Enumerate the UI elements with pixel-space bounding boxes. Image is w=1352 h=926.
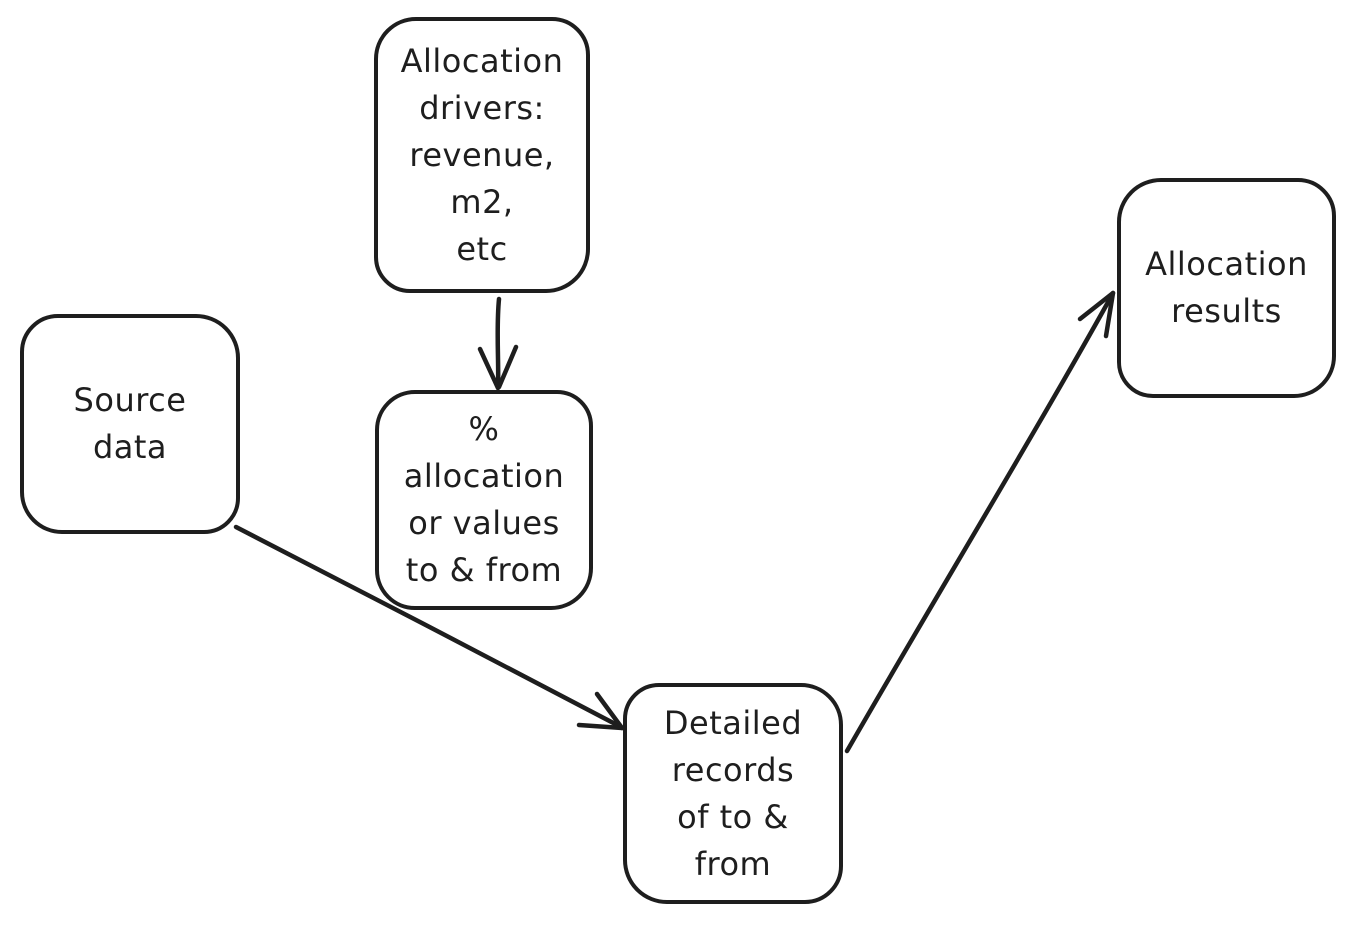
node-allocation-results-label: Allocation results (1145, 245, 1308, 330)
node-pct-allocation: % allocation or values to & from (375, 390, 593, 610)
arrow-source-to-detailed-records-icon (233, 524, 625, 731)
node-source-data-label: Source data (73, 381, 187, 466)
node-source-data: Source data (20, 314, 240, 534)
arrow-drivers-to-pct-allocation-icon (477, 296, 519, 391)
node-allocation-results: Allocation results (1117, 178, 1336, 398)
node-detailed-records-label: Detailed records of to & from (663, 703, 803, 883)
node-allocation-drivers-label: Allocation drivers: revenue, m2, etc (400, 41, 564, 268)
node-pct-allocation-label: % allocation or values to & from (403, 410, 565, 589)
arrow-detailed-records-to-results-icon (844, 290, 1116, 754)
node-detailed-records: Detailed records of to & from (623, 683, 843, 904)
node-allocation-drivers: Allocation drivers: revenue, m2, etc (374, 17, 590, 293)
